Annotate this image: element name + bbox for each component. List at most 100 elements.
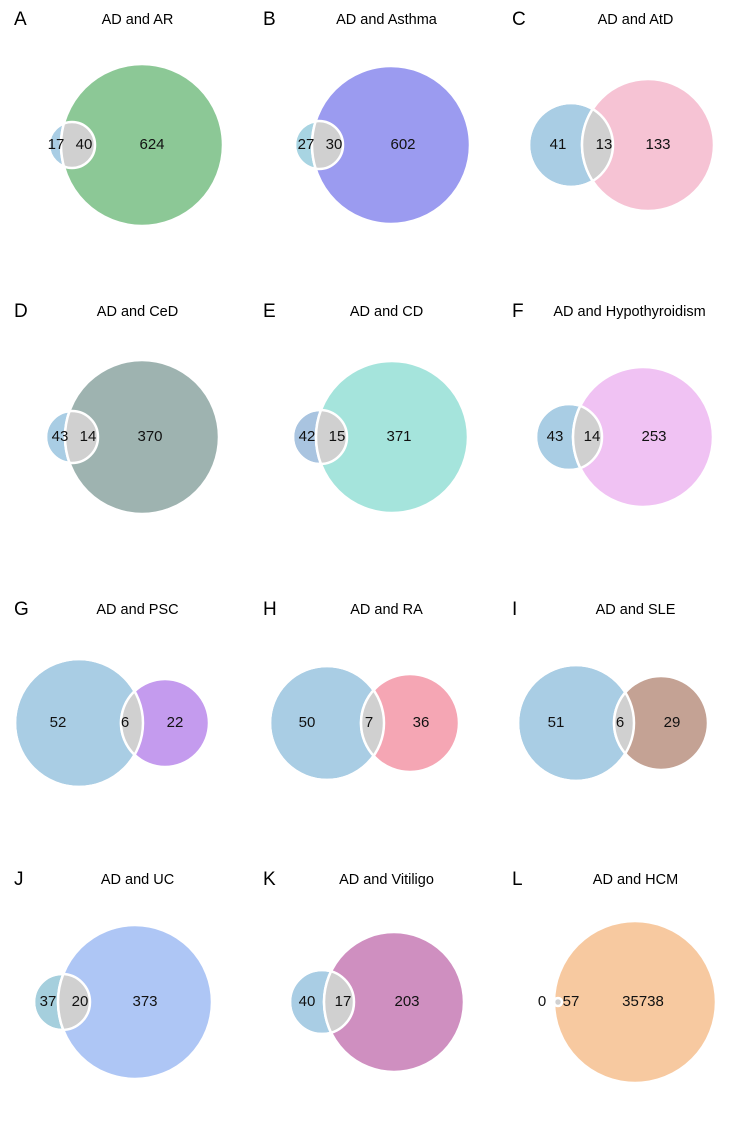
venn-count-left: 17: [48, 136, 65, 153]
venn-count-left: 27: [298, 136, 315, 153]
venn-circle-left-outline: [291, 408, 349, 466]
venn-circle-left-outline: [44, 409, 100, 465]
venn-count-intersection: 6: [616, 714, 624, 731]
venn-count-left: 51: [548, 714, 565, 731]
panel-title: AD and CeD: [96, 304, 179, 320]
venn-intersection-region: [310, 121, 343, 169]
venn-count-intersection: 6: [121, 714, 129, 731]
venn-count-intersection: 30: [326, 136, 343, 153]
venn-diagram: 17 40 624: [47, 62, 225, 228]
venn-circle-left-outline: [288, 968, 356, 1036]
venn-intersection-region: [322, 970, 354, 1034]
panel-title: AD and UC: [100, 872, 175, 888]
venn-circle-left-outline: [13, 657, 145, 789]
venn-count-right: 373: [132, 993, 157, 1010]
venn-diagram: 0 57 35738: [538, 919, 718, 1085]
venn-diagram: 51 6 29: [516, 663, 710, 783]
venn-intersection-region: [571, 404, 602, 470]
panel-title: AD and PSC: [96, 602, 179, 618]
venn-count-right: 253: [641, 428, 666, 445]
panel-title: AD and Asthma: [336, 12, 437, 28]
venn-panel-j: J AD and UC 37 20 373: [0, 868, 249, 1128]
venn-circle-left-outline: [293, 119, 345, 171]
venn-panel-k: K AD and Vitiligo 40 17 203: [249, 868, 498, 1128]
venn-count-right: 29: [664, 714, 681, 731]
venn-count-intersection: 7: [365, 714, 373, 731]
panel-title: AD and AtD: [597, 12, 674, 28]
venn-count-right: 371: [386, 428, 411, 445]
venn-circle-left-outline: [527, 101, 615, 189]
venn-diagram: 27 30 602: [293, 64, 472, 226]
venn-intersection-region: [56, 974, 90, 1030]
venn-intersection-region: [63, 411, 98, 463]
venn-count-right: 133: [645, 136, 670, 153]
venn-count-right: 22: [167, 714, 184, 731]
panel-letter: K: [263, 869, 276, 890]
venn-circle-left-outline: [47, 120, 97, 170]
venn-count-right: 36: [413, 714, 430, 731]
panel-header: J AD and UC: [0, 868, 249, 898]
venn-circle-left-outline: [268, 664, 386, 782]
panel-letter: G: [14, 599, 29, 620]
venn-intersection-region: [612, 674, 634, 772]
panel-header: D AD and CeD: [0, 300, 249, 330]
venn-count-left: 50: [299, 714, 316, 731]
venn-diagram: 43 14 253: [534, 365, 715, 509]
venn-count-right: 602: [390, 136, 415, 153]
panel-header: C AD and AtD: [498, 8, 747, 38]
panel-letter: D: [14, 301, 28, 322]
panel-title: AD and RA: [350, 602, 423, 618]
venn-intersection-region: [59, 122, 95, 168]
panel-title: AD and SLE: [595, 602, 676, 618]
venn-count-intersection: 40: [76, 136, 93, 153]
panel-title: AD and AR: [101, 12, 174, 28]
venn-count-intersection: 20: [72, 993, 89, 1010]
venn-panel-h: H AD and RA 50 7 36: [249, 598, 498, 858]
venn-count-intersection: 57: [563, 993, 580, 1010]
venn-diagram: 50 7 36: [268, 664, 461, 782]
panel-title: AD and Hypothyroidism: [553, 304, 706, 320]
panel-title: AD and CD: [349, 304, 424, 320]
venn-count-left: 43: [547, 428, 564, 445]
venn-intersection-region: [119, 677, 143, 769]
venn-count-left: 40: [299, 993, 316, 1010]
venn-intersection-region: [314, 410, 347, 464]
panel-letter: J: [14, 869, 24, 890]
venn-count-intersection: 14: [584, 428, 601, 445]
panel-letter: H: [263, 599, 277, 620]
venn-count-right: 624: [139, 136, 164, 153]
panel-header: H AD and RA: [249, 598, 498, 628]
venn-count-right: 203: [394, 993, 419, 1010]
panel-letter: B: [263, 9, 276, 30]
venn-count-right: 370: [137, 428, 162, 445]
panel-title: AD and HCM: [592, 872, 679, 888]
panel-letter: C: [512, 9, 526, 30]
venn-circle-left-outline: [534, 402, 604, 472]
venn-count-left: 42: [299, 428, 316, 445]
venn-diagram: 40 17 203: [288, 930, 466, 1074]
panel-header: B AD and Asthma: [249, 8, 498, 38]
venn-count-left: 37: [40, 993, 57, 1010]
panel-header: G AD and PSC: [0, 598, 249, 628]
venn-count-intersection: 15: [329, 428, 346, 445]
panel-title: AD and Vitiligo: [339, 872, 434, 888]
venn-count-intersection: 17: [335, 993, 352, 1010]
venn-count-right: 35738: [622, 993, 664, 1010]
panel-header: K AD and Vitiligo: [249, 868, 498, 898]
venn-count-left: 41: [550, 136, 567, 153]
venn-count-left: 0: [538, 993, 546, 1010]
venn-circle-left-outline: [552, 996, 564, 1008]
